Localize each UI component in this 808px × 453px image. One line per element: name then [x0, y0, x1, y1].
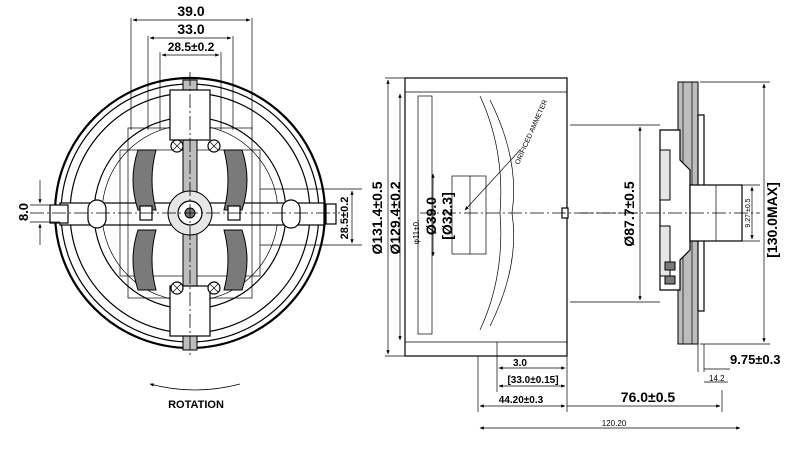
dia-39: Ø39.0 — [423, 197, 439, 235]
small-vertical: 9.27 ±0.5 — [745, 198, 752, 227]
right-view: Ø87.7±0.5 [130.0MAX] 9.27 ±0.5 9.75±0.3 … — [479, 81, 781, 430]
small-label: φ11±0. — [412, 220, 421, 245]
annotation-label: ORIFICED AMMETER — [514, 99, 549, 166]
rotation-label: ROTATION — [168, 399, 224, 411]
dim-width-outer: 39.0 — [177, 3, 204, 19]
dim-3: 3.0 — [513, 358, 527, 369]
dim-120: 120.20 — [602, 419, 627, 428]
dim-width-mid: 33.0 — [177, 21, 204, 37]
side-view: ORIFICED AMMETER Ø131.4±0.5 Ø129.4±0.2 φ… — [369, 77, 640, 412]
dim-975: 9.75±0.3 — [730, 352, 781, 367]
dim-left: 8.0 — [16, 203, 31, 221]
front-view: 39.0 33.0 28.5±0.2 8.0 28.5±0.2 ROTATION — [16, 3, 362, 411]
dia-outer: Ø131.4±0.5 — [369, 181, 385, 254]
dim-33: [33.0±0.15] — [507, 375, 558, 386]
dim-142: 14.2 — [709, 374, 725, 383]
dia-32: [Ø32.3] — [439, 192, 455, 239]
dia-87: Ø87.7±0.5 — [621, 181, 637, 246]
dim-130max: [130.0MAX] — [764, 182, 780, 257]
dim-width-inner: 28.5±0.2 — [168, 40, 215, 54]
dim-76: 76.0±0.5 — [621, 389, 676, 405]
dim-right-vertical: 28.5±0.2 — [339, 197, 351, 240]
dim-44: 44.20±0.3 — [499, 395, 544, 406]
dia-inner: Ø129.4±0.2 — [387, 181, 403, 254]
